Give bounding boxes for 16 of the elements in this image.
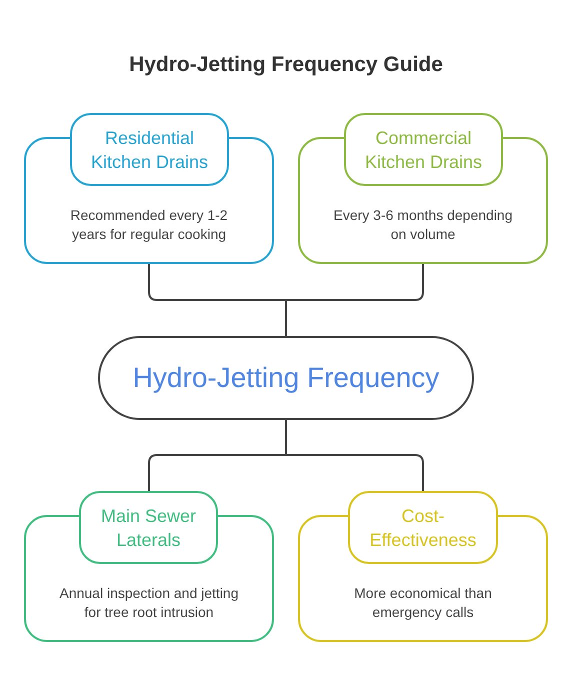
card-heading: Residential Kitchen Drains: [90, 126, 210, 174]
card-description: Every 3-6 months depending on volume: [334, 207, 512, 242]
card-description: Annual inspection and jetting for tree root intrusion: [59, 585, 239, 620]
category-card: [298, 113, 548, 264]
category-card: [24, 491, 274, 642]
card-heading: Main Sewer Laterals: [100, 504, 198, 552]
card-description: More economical than emergency calls: [354, 585, 492, 620]
category-card: [298, 491, 548, 642]
connector-line: [285, 264, 424, 336]
category-card: [24, 113, 274, 264]
connector-line: [285, 420, 424, 491]
diagram-title: Hydro-Jetting Frequency Guide: [129, 52, 443, 78]
card-heading: Commercial Kitchen Drains: [364, 126, 484, 174]
card-description: Recommended every 1-2 years for regular cooking: [70, 207, 228, 242]
central-topic: Hydro-Jetting Frequency: [98, 336, 474, 420]
card-heading: Cost-Effectiveness: [368, 504, 478, 552]
